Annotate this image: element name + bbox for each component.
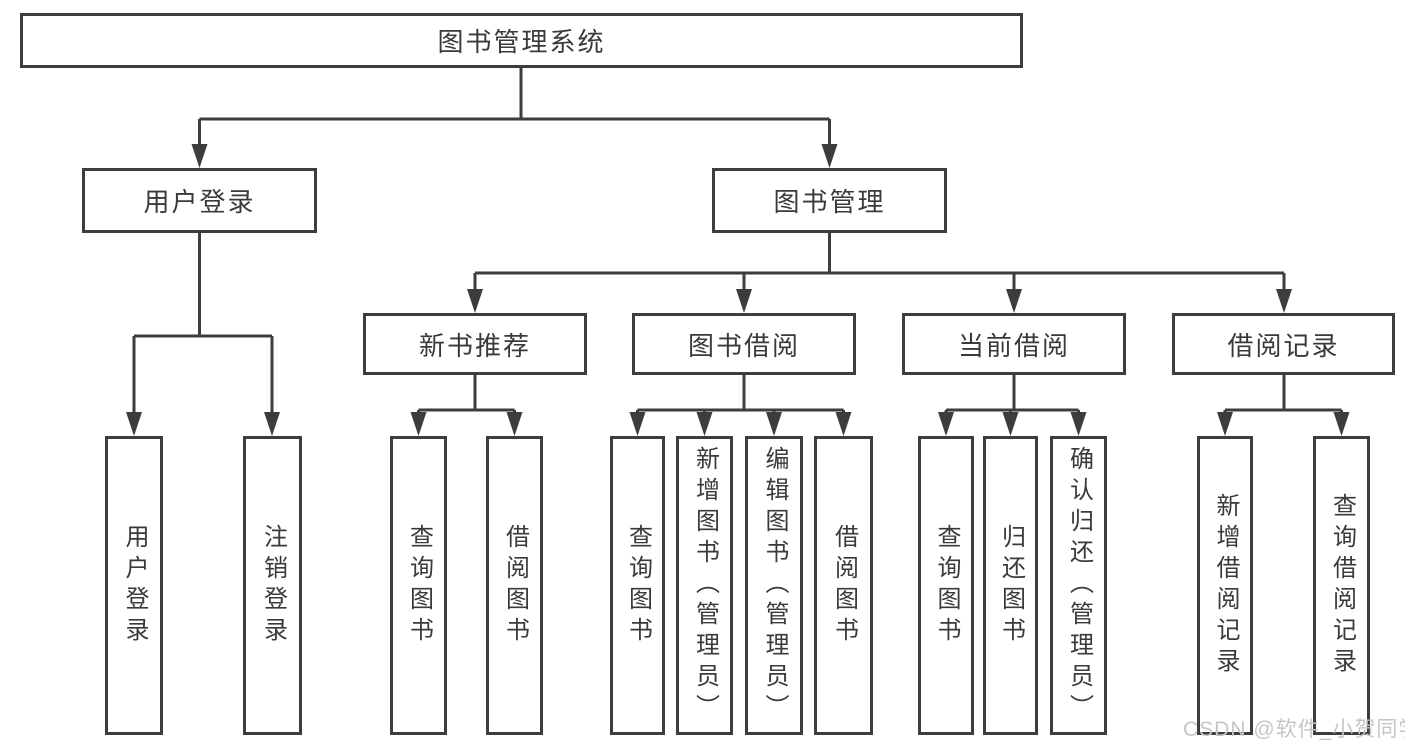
node-label: 借阅记录: [1227, 330, 1340, 361]
node-label: 新增图书（管理员）: [691, 446, 719, 725]
node-user-login: 用户登录: [82, 168, 317, 233]
node-label: 查询图书: [405, 523, 433, 648]
leaf-query-books-borrow: 查询图书: [610, 436, 665, 735]
node-label: 图书借阅: [687, 330, 800, 361]
leaf-user-login: 用户登录: [105, 436, 163, 735]
node-label: 查询图书: [933, 523, 960, 648]
arrowhead-icon: [835, 412, 852, 436]
node-label: 借阅图书: [501, 523, 529, 648]
node-label: 确认归还（管理员）: [1065, 446, 1093, 725]
arrowhead-icon: [821, 144, 838, 168]
arrowhead-icon: [1002, 412, 1019, 436]
node-label: 注销登录: [259, 523, 287, 648]
node-label: 编辑图书（管理员）: [761, 446, 788, 725]
arrowhead-icon: [1276, 289, 1292, 313]
leaf-logout: 注销登录: [243, 436, 302, 735]
node-book-management: 图书管理: [712, 168, 947, 233]
node-label: 新增借阅记录: [1212, 492, 1239, 679]
node-new-book-recommend: 新书推荐: [363, 313, 587, 375]
node-book-borrow: 图书借阅: [632, 313, 856, 375]
arrowhead-icon: [264, 412, 280, 436]
node-label: 用户登录: [143, 187, 256, 217]
arrowhead-icon: [1333, 412, 1350, 436]
arrowhead-icon: [629, 412, 646, 436]
arrowhead-icon: [126, 412, 142, 436]
node-label: 图书管理系统: [437, 27, 606, 57]
csdn-watermark: CSDN @软件_小贺同学: [1183, 718, 1405, 741]
node-label: 当前借阅: [957, 330, 1070, 361]
arrowhead-icon: [736, 289, 752, 313]
node-current-borrow: 当前借阅: [902, 313, 1126, 375]
node-label: 借阅图书: [830, 523, 858, 648]
leaf-borrow-books: 借阅图书: [814, 436, 873, 735]
arrowhead-icon: [1070, 412, 1087, 436]
leaf-query-books-current: 查询图书: [918, 436, 974, 735]
leaf-query-books-recommend: 查询图书: [390, 436, 447, 735]
node-label: 用户登录: [121, 523, 148, 648]
arrowhead-icon: [1217, 412, 1233, 436]
arrowhead-icon: [696, 412, 713, 436]
arrowhead-icon: [766, 412, 782, 436]
node-label: 新书推荐: [418, 330, 531, 361]
leaf-confirm-return-admin: 确认归还（管理员）: [1050, 436, 1107, 735]
arrowhead-icon: [410, 412, 427, 436]
node-library-management-system: 图书管理系统: [20, 13, 1023, 68]
arrowhead-icon: [938, 412, 954, 436]
arrowhead-icon: [506, 412, 523, 436]
leaf-query-borrow-record: 查询借阅记录: [1313, 436, 1370, 735]
arrowhead-icon: [1006, 289, 1022, 313]
leaf-add-borrow-record: 新增借阅记录: [1197, 436, 1253, 735]
node-borrow-record: 借阅记录: [1172, 313, 1395, 375]
arrowhead-icon: [191, 144, 208, 168]
arrowhead-icon: [467, 289, 483, 313]
leaf-add-books-admin: 新增图书（管理员）: [676, 436, 733, 735]
node-label: 图书管理: [773, 187, 886, 217]
node-label: 归还图书: [997, 523, 1025, 648]
node-label: 查询图书: [624, 523, 652, 648]
node-label: 查询借阅记录: [1328, 492, 1356, 679]
leaf-borrow-books-recommend: 借阅图书: [486, 436, 543, 735]
leaf-edit-books-admin: 编辑图书（管理员）: [745, 436, 803, 735]
leaf-return-books: 归还图书: [983, 436, 1038, 735]
